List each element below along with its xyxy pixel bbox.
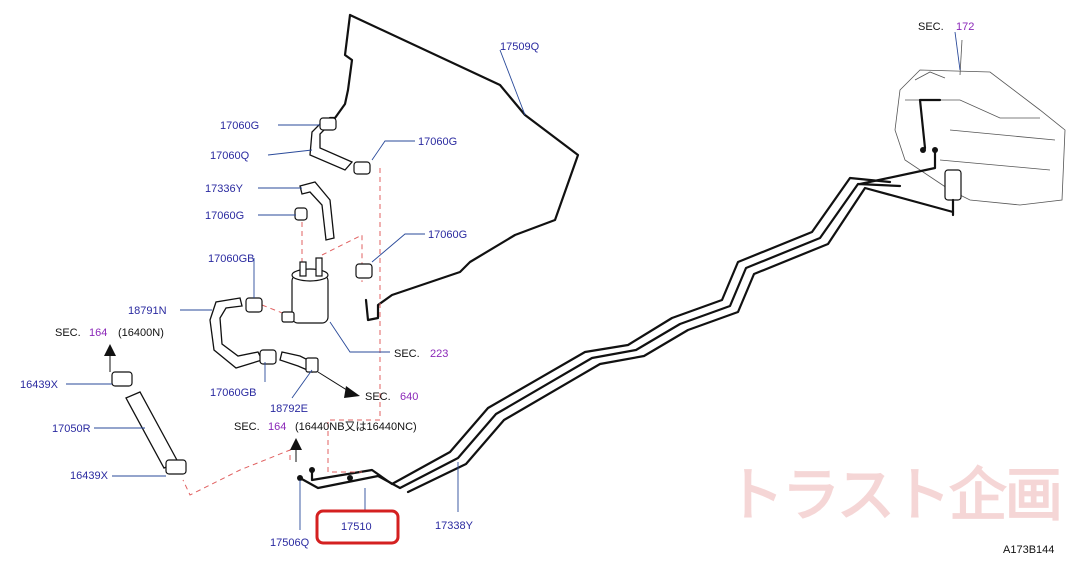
sec-164a-note: (16400N) bbox=[118, 327, 164, 339]
label-17060g-d: 17060G bbox=[428, 229, 467, 241]
sec-172-number: 172 bbox=[956, 21, 974, 33]
clamp-17060g-d bbox=[355, 263, 373, 279]
hose-17050r bbox=[125, 391, 179, 469]
sec-172-prefix: SEC. bbox=[918, 21, 944, 33]
hoses bbox=[111, 117, 373, 475]
label-18791n: 18791N bbox=[128, 305, 167, 317]
sec-164b-prefix: SEC. bbox=[234, 421, 260, 433]
label-16439x-a: 16439X bbox=[20, 379, 59, 391]
diagram-code: A173B144 bbox=[1003, 544, 1054, 556]
leader-lines bbox=[66, 31, 961, 530]
sec-164a-number: 164 bbox=[89, 327, 107, 339]
label-17506q: 17506Q bbox=[270, 537, 310, 549]
label-17060g-c: 17060G bbox=[205, 210, 244, 222]
sec-164b-number: 164 bbox=[268, 421, 286, 433]
label-17338y: 17338Y bbox=[435, 520, 474, 532]
label-16439x-b: 16439X bbox=[70, 470, 109, 482]
sec-164a-prefix: SEC. bbox=[55, 327, 81, 339]
highlight-box-17510 bbox=[315, 509, 400, 545]
label-18792e: 18792E bbox=[270, 403, 308, 415]
label-17050r: 17050R bbox=[52, 423, 91, 435]
clamp-17060g-c bbox=[294, 207, 308, 221]
watermark: トラスト企画 bbox=[726, 461, 1061, 529]
clamp-17060gb-a bbox=[245, 297, 263, 313]
evap-canister bbox=[281, 257, 329, 324]
sec-640-prefix: SEC. bbox=[365, 391, 391, 403]
label-17060q: 17060Q bbox=[210, 150, 250, 162]
fuel-pipe-bundle bbox=[297, 176, 955, 494]
fuel-filter bbox=[944, 169, 962, 201]
arrows bbox=[104, 344, 360, 462]
fuel-tank bbox=[858, 39, 1066, 217]
label-17509q: 17509Q bbox=[500, 41, 540, 53]
clamp-17060g-b bbox=[353, 161, 371, 175]
label-17060gb-b: 17060GB bbox=[210, 387, 256, 399]
clamp-17060g-a bbox=[319, 117, 337, 131]
label-17510: 17510 bbox=[341, 521, 372, 533]
label-17060g-a: 17060G bbox=[220, 120, 259, 132]
sec-223-number: 223 bbox=[430, 348, 448, 360]
clamp-17060gb-b bbox=[259, 349, 277, 365]
label-17336y: 17336Y bbox=[205, 183, 244, 195]
label-17060g-b: 17060G bbox=[418, 136, 457, 148]
sec-164b-note: (16440NB又は16440NC) bbox=[295, 420, 417, 433]
sec-223-prefix: SEC. bbox=[394, 348, 420, 360]
label-17060gb-a: 17060GB bbox=[208, 253, 254, 265]
sec-640-number: 640 bbox=[400, 391, 418, 403]
